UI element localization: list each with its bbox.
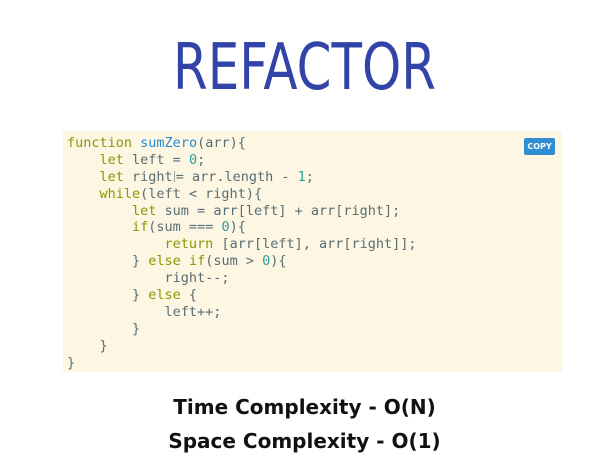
code-line: function sumZero(arr){: [67, 135, 246, 151]
code-line: if(sum === 0){: [132, 219, 246, 236]
code-line: let right= arr.length - 1;: [99, 168, 314, 185]
code-line: let sum = arr[left] + arr[right];: [132, 202, 401, 219]
slide-title: REFACTOR: [173, 31, 436, 105]
code-line: }: [67, 354, 76, 371]
copy-button[interactable]: COPY: [524, 138, 555, 155]
text-cursor-icon: [173, 170, 175, 182]
code-block: COPY function sumZero(arr){ let left = 0…: [63, 131, 562, 372]
code-line: left++;: [67, 303, 222, 320]
time-complexity: Time Complexity - O(N): [173, 395, 436, 419]
code-line: right--;: [67, 270, 230, 287]
code-line: } else if(sum > 0){: [67, 253, 287, 270]
code-content: function sumZero(arr){ let left = 0; let…: [67, 135, 417, 371]
code-line: let left = 0;: [99, 151, 206, 168]
space-complexity: Space Complexity - O(1): [168, 429, 441, 453]
code-line: } else {: [67, 287, 198, 304]
code-line: }: [67, 320, 141, 337]
code-line: return [arr[left], arr[right]];: [164, 236, 417, 253]
code-line: }: [67, 337, 108, 354]
code-line: while(left < right){: [99, 185, 263, 202]
